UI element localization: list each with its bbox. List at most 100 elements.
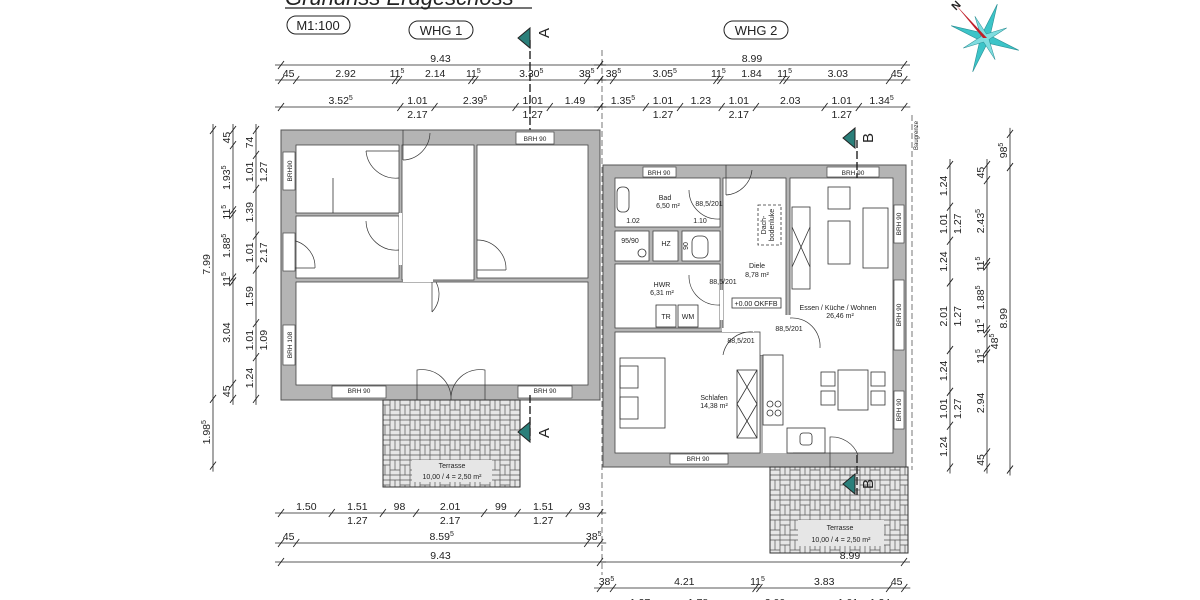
dimension-label: 45 bbox=[891, 68, 903, 80]
dimension-label: 1.01 bbox=[831, 95, 852, 107]
whg2-attic-hatch bbox=[757, 204, 782, 246]
whg1-terrace-label: Terrasse bbox=[439, 463, 466, 470]
section-b-top-label: B bbox=[860, 133, 877, 143]
dimension-tick bbox=[983, 349, 991, 358]
dimension-label: 45 bbox=[891, 576, 903, 588]
dimension-tick bbox=[395, 75, 403, 85]
dimension-label: 1.51 bbox=[347, 501, 368, 513]
dimension-tick bbox=[514, 508, 521, 518]
dimension-tick bbox=[391, 75, 399, 85]
whg2-room-hz bbox=[652, 230, 679, 262]
whg1-room-top-left bbox=[295, 144, 400, 214]
dimension-label: 74 bbox=[244, 136, 256, 148]
scale-pill bbox=[286, 15, 351, 35]
dimension-label: 115 bbox=[750, 576, 765, 588]
dimension-tick bbox=[946, 236, 954, 245]
dimension-label: 2.17 bbox=[407, 109, 428, 121]
section-b-markers: B B bbox=[842, 126, 877, 496]
dimension-label: 3.525 bbox=[328, 95, 352, 107]
whg2-ekw-area: 26,46 m² bbox=[826, 313, 854, 320]
whg1-room-right bbox=[476, 144, 589, 279]
dimension-tick bbox=[596, 102, 604, 112]
dimension-tick bbox=[468, 75, 475, 85]
dimension-tick bbox=[379, 508, 387, 518]
whg2-schlafen-name: Schlafen bbox=[700, 395, 727, 402]
section-b-bottom-marker-icon bbox=[842, 472, 856, 496]
whg2-attic-hatch-2: bodenluke bbox=[769, 209, 776, 241]
dimension-label: 1.01 bbox=[838, 597, 859, 600]
dimension-label: 115 bbox=[390, 68, 405, 80]
dimension-label: 1.27 bbox=[952, 306, 964, 327]
dimension-tick bbox=[252, 318, 260, 328]
dimension-label: 98 bbox=[394, 501, 406, 513]
dimension-tick bbox=[946, 387, 954, 397]
dimension-label: 1.51 bbox=[533, 501, 554, 513]
section-a-markers: A A bbox=[517, 26, 553, 444]
dimension-label: 385 bbox=[586, 531, 602, 543]
dimension-label: 1.01 bbox=[244, 330, 256, 351]
dimension-tick bbox=[756, 583, 763, 593]
dimension-tick bbox=[983, 257, 991, 267]
dimension-label: 1.24 bbox=[938, 361, 950, 382]
whg2-level: +0.00 OKFFB bbox=[735, 301, 778, 308]
dimension-label: 115 bbox=[975, 319, 987, 334]
dimension-label: 2.17 bbox=[258, 242, 270, 263]
dimension-tick bbox=[209, 394, 217, 404]
dimension-tick bbox=[328, 508, 336, 518]
dimension-tick bbox=[983, 328, 991, 338]
dimension-tick bbox=[252, 184, 260, 194]
dimension-label: 1.27 bbox=[831, 109, 852, 121]
dimension-label: 1.27 bbox=[533, 515, 554, 527]
whg1-corridor bbox=[401, 144, 475, 281]
dimension-label: 2.01 bbox=[440, 501, 461, 513]
dimension-tick bbox=[900, 102, 908, 112]
dimension-tick bbox=[946, 160, 954, 170]
dimension-tick bbox=[783, 75, 790, 85]
dimension-label: 1.39 bbox=[244, 202, 256, 223]
whg2-shower-dim: 95/90 bbox=[621, 238, 639, 245]
dimension-tick bbox=[277, 75, 285, 85]
dimension-label: 1.885 bbox=[221, 234, 233, 258]
dimension-label: 1.01 bbox=[729, 95, 750, 107]
whg1-label: WHG 1 bbox=[420, 23, 463, 38]
dimension-label: 1.01 bbox=[244, 242, 256, 263]
dimension-label: 1.59 bbox=[244, 286, 256, 307]
title-block: Grundriss Erdgeschoss M1:100 WHG 1 WHG 2 bbox=[285, 0, 789, 40]
dimension-tick bbox=[752, 102, 760, 112]
whg2-bath-dim-right: 1.10 bbox=[693, 218, 707, 225]
dimension-tick bbox=[412, 508, 420, 518]
dimension-tick bbox=[855, 102, 863, 112]
dimension-tick bbox=[229, 394, 237, 404]
dimension-tick bbox=[252, 150, 260, 160]
dimension-tick bbox=[718, 102, 726, 112]
dimension-label: 4.21 bbox=[674, 576, 695, 588]
north-arrow-compass-icon: N bbox=[949, 0, 1019, 72]
section-a-bottom-marker-icon bbox=[517, 420, 531, 444]
whg2-room-bad bbox=[614, 177, 721, 228]
dimension-label: 985 bbox=[998, 143, 1010, 159]
dimension-label: 45 bbox=[221, 132, 233, 144]
whg2-window-bottom: BRH 90 bbox=[687, 456, 710, 463]
dimension-label: 115 bbox=[777, 68, 792, 80]
whg2-window-top-left: BRH 90 bbox=[648, 170, 671, 177]
dimension-tick bbox=[229, 273, 237, 282]
whg2-terrace-label: Terrasse bbox=[827, 525, 854, 532]
dimension-label: 45 bbox=[221, 385, 233, 397]
dimension-tick bbox=[1006, 129, 1014, 139]
dimension-tick bbox=[983, 160, 991, 170]
dimension-tick bbox=[983, 463, 991, 472]
dimension-label: 99 bbox=[495, 501, 507, 513]
dimension-label: 1.24 bbox=[938, 436, 950, 457]
dimension-label: 1.27 bbox=[952, 213, 964, 234]
whg2-terrace-area: 10,00 / 4 = 2,50 m² bbox=[812, 537, 872, 544]
section-a-top-label: A bbox=[536, 28, 553, 38]
whg2-window-right-2: BRH 90 bbox=[896, 303, 903, 326]
dimension-label: 1.23 bbox=[691, 95, 712, 107]
dimension-tick bbox=[900, 60, 908, 70]
dimension-tick bbox=[431, 102, 438, 112]
dimension-label: 1.24 bbox=[938, 175, 950, 196]
dimension-tick bbox=[716, 75, 724, 85]
dimension-label: 45 bbox=[975, 167, 987, 179]
dimension-label: 2.435 bbox=[975, 209, 987, 233]
whg2-label: WHG 2 bbox=[735, 23, 778, 38]
